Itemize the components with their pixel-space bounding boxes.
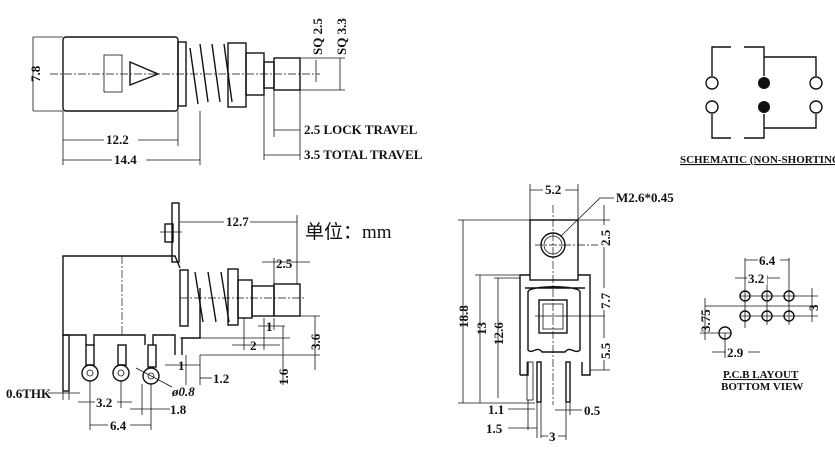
contact-common bbox=[758, 101, 770, 113]
dim-1-5: 1.5 bbox=[486, 421, 503, 436]
dim-1-8: 1.8 bbox=[170, 402, 187, 417]
dim-12-6: 12.6 bbox=[491, 322, 506, 345]
side-view: 5.2 M2.6*0.45 18.8 13 12.6 2.5 7.7 5.5 1… bbox=[456, 182, 674, 444]
dim-1-6: 1.6 bbox=[276, 368, 291, 385]
thread-spec: M2.6*0.45 bbox=[616, 190, 674, 205]
pcb-dim-6-4: 6.4 bbox=[759, 253, 776, 268]
dim-3-2: 3.2 bbox=[96, 395, 112, 410]
dim-1-lower: 1 bbox=[178, 358, 185, 373]
total-travel-label: 3.5 TOTAL TRAVEL bbox=[304, 147, 423, 162]
pcb-dim-3-75: 3.75 bbox=[698, 309, 713, 332]
contact-open bbox=[705, 100, 719, 114]
top-view: 7.8 12.2 14.4 SQ 2.5 SQ 3.3 2.5 LOCK TRA… bbox=[28, 18, 423, 167]
dim-6-4: 6.4 bbox=[110, 418, 127, 433]
lock-travel-label: 2.5 LOCK TRAVEL bbox=[304, 122, 418, 137]
dim-hole-diameter: ø0.8 bbox=[171, 384, 195, 399]
dim-12-7: 12.7 bbox=[226, 214, 249, 229]
dim-2-5: 2.5 bbox=[276, 256, 293, 271]
dim-13: 13 bbox=[474, 322, 489, 336]
contact-common bbox=[758, 77, 770, 89]
dim-3: 3 bbox=[549, 429, 556, 444]
pcb-layout-title: P.C.B LAYOUT bbox=[723, 369, 799, 381]
pcb-dim-2-9: 2.9 bbox=[727, 345, 744, 360]
dim-total-length: 14.4 bbox=[114, 152, 137, 167]
pcb-dim-3-2: 3.2 bbox=[748, 271, 764, 286]
dim-18-8: 18.8 bbox=[456, 305, 471, 328]
dim-1-2: 1.2 bbox=[213, 371, 229, 386]
front-view: 12.7 单位：mm 2.5 1 2 3.6 1.6 1 1.2 ø0.8 0.… bbox=[6, 202, 392, 433]
schematic: SCHEMATIC (NON-SHORTING) bbox=[680, 46, 835, 166]
dim-height: 7.8 bbox=[28, 65, 43, 82]
dim-body-length: 12.2 bbox=[106, 132, 129, 147]
pcb-layout-subtitle: BOTTOM VIEW bbox=[721, 381, 803, 393]
pcb-layout: 6.4 3.2 3 3.75 2.9 P.C.B LAYOUT BOTTOM V… bbox=[698, 253, 821, 393]
contact-open bbox=[705, 76, 719, 90]
dim-2: 2 bbox=[250, 338, 257, 353]
pcb-dim-3: 3 bbox=[806, 304, 821, 311]
pcb-holes bbox=[718, 290, 795, 340]
dim-5-5: 5.5 bbox=[598, 342, 613, 359]
schematic-title: SCHEMATIC (NON-SHORTING) bbox=[680, 154, 835, 166]
dim-sq-3-3: SQ 3.3 bbox=[334, 18, 349, 55]
dim-7-7: 7.7 bbox=[598, 292, 613, 309]
dim-1-1: 1.1 bbox=[488, 402, 504, 417]
dim-3-6: 3.6 bbox=[308, 333, 323, 350]
dim-1-upper: 1 bbox=[266, 319, 273, 334]
dim-sq-2-5: SQ 2.5 bbox=[310, 18, 325, 55]
contact-open bbox=[809, 76, 823, 90]
dim-5-2: 5.2 bbox=[545, 182, 561, 197]
contact-open bbox=[809, 100, 823, 114]
dim-0-6-thk: 0.6THK bbox=[6, 386, 52, 401]
dim-0-5: 0.5 bbox=[584, 403, 601, 418]
dim-2-5-side: 2.5 bbox=[598, 229, 613, 246]
units-label: 单位：mm bbox=[305, 221, 392, 243]
